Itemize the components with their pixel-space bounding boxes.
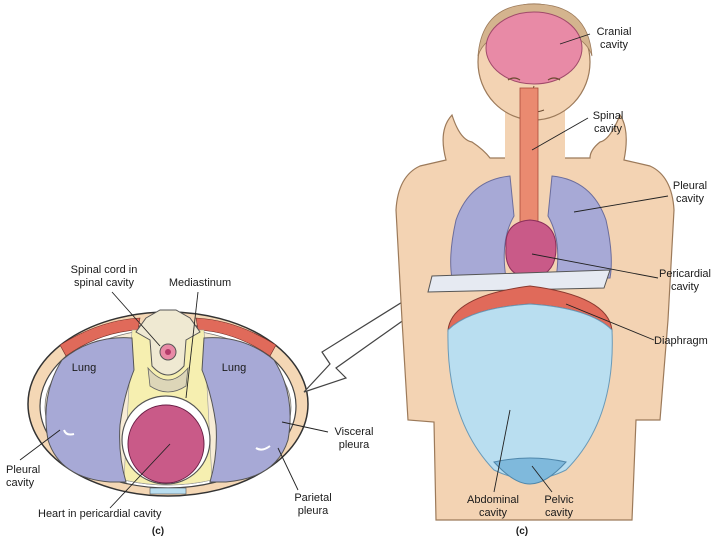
spinal-cavity-shape — [520, 88, 538, 238]
label-pericardial-cavity: Pericardial cavity — [652, 268, 718, 294]
label-abdominal-cavity: Abdominal cavity — [458, 494, 528, 520]
label-pleural-cavity-body: Pleural cavity — [664, 180, 716, 206]
spinal-cord-core — [165, 349, 171, 355]
label-spinal-cord: Spinal cord in spinal cavity — [62, 264, 146, 290]
sternum-bar — [150, 488, 186, 494]
body-figure — [396, 4, 674, 520]
label-right-lung: Lung — [210, 362, 258, 375]
label-left-lung: Lung — [60, 362, 108, 375]
plate-label-cross-section: (c) — [146, 525, 170, 538]
label-spinal-cavity: Spinal cavity — [584, 110, 632, 136]
thorax-cross-section — [20, 292, 328, 508]
heart-shape — [128, 405, 204, 483]
label-mediastinum: Mediastinum — [160, 277, 240, 290]
cranial-cavity-shape — [486, 12, 582, 84]
label-diaphragm: Diaphragm — [654, 335, 718, 348]
label-heart-pericardial: Heart in pericardial cavity — [38, 508, 208, 521]
label-cranial-cavity: Cranial cavity — [588, 26, 640, 52]
label-pleural-cavity: Pleural cavity — [6, 464, 58, 490]
pericardial-cavity-shape — [506, 220, 556, 278]
plate-label-body: (c) — [510, 525, 534, 538]
label-visceral-pleura: Visceral pleura — [324, 426, 384, 452]
leader-parietal-pleura — [278, 448, 298, 490]
label-parietal-pleura: Parietal pleura — [284, 492, 342, 518]
label-pelvic-cavity: Pelvic cavity — [534, 494, 584, 520]
